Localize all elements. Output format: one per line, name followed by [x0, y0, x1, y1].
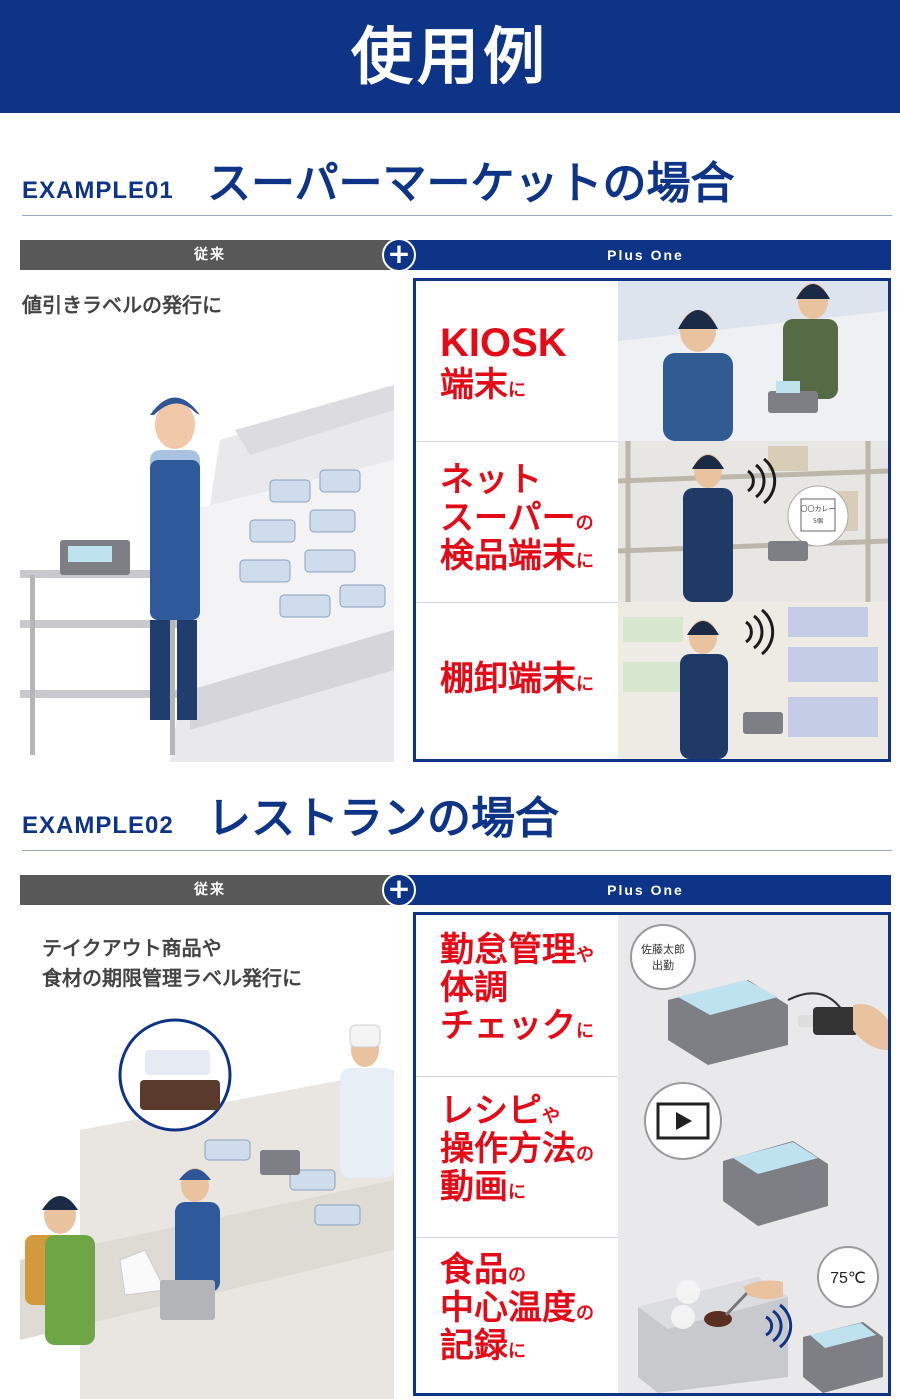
play-icon: [676, 1112, 692, 1130]
kiosk-illustration: [618, 281, 888, 441]
svg-text:75℃: 75℃: [830, 1270, 866, 1287]
example1-conventional-bar: 従来: [20, 240, 400, 270]
page-title: 使用例: [350, 20, 549, 93]
example2-heading: EXAMPLE02 レストランの場合: [22, 790, 892, 851]
row-title: 棚卸端末: [440, 659, 576, 699]
example1-label: EXAMPLE01: [22, 177, 174, 204]
inventory-illustration: [618, 602, 888, 759]
row-title: 食品: [440, 1250, 508, 1290]
svg-text:佐藤太郎: 佐藤太郎: [641, 942, 685, 956]
plus-icon: +: [382, 238, 416, 272]
svg-text:〇〇カレー: 〇〇カレー: [801, 505, 836, 513]
example1-title: スーパーマーケットの場合: [207, 158, 735, 209]
example2-title: レストランの場合: [207, 793, 559, 844]
list-item: 勤怠管理や 体調 チェックに 佐藤太郎 出勤: [416, 915, 888, 1077]
example2-plus-one-bar: Plus One: [400, 875, 891, 905]
header-banner: 使用例: [0, 0, 900, 113]
list-item: KIOSK 端末に: [416, 281, 888, 442]
example2-label: EXAMPLE02: [22, 812, 174, 839]
example2-plus-one-panel: 勤怠管理や 体調 チェックに 佐藤太郎 出勤 レシピや 操作方法の 動画に: [413, 912, 891, 1396]
net-super-illustration: 〇〇カレー 5個: [618, 441, 888, 602]
nfc-wave-icon: [747, 457, 777, 505]
row-title: ネット: [440, 460, 542, 500]
row-title: レシピ: [440, 1091, 542, 1131]
example1-left-text: 値引きラベルの発行に: [22, 293, 222, 317]
row-title: 勤怠管理: [440, 930, 576, 970]
example2-restaurant-illustration: [20, 1010, 394, 1399]
example1-heading: EXAMPLE01 スーパーマーケットの場合: [22, 155, 892, 216]
example1-plus-one-panel: KIOSK 端末に ネット スーパーの 検品端末に: [413, 278, 891, 762]
svg-text:5個: 5個: [813, 517, 823, 525]
list-item: 食品の 中心温度の 記録に 75℃: [416, 1237, 888, 1393]
list-item: 棚卸端末に: [416, 602, 888, 759]
svg-text:出勤: 出勤: [652, 958, 674, 972]
example1-plus-one-bar: Plus One: [400, 240, 891, 270]
row-title: KIOSK: [440, 321, 567, 365]
example2-left-text: テイクアウト商品や 食材の期限管理ラベル発行に: [42, 936, 302, 990]
example1-supermarket-illustration: [20, 330, 394, 762]
list-item: レシピや 操作方法の 動画に: [416, 1076, 888, 1238]
nfc-wave-icon: [765, 1303, 793, 1349]
thermometer-illustration: 75℃: [618, 1237, 888, 1393]
plus-icon: +: [382, 873, 416, 907]
attendance-illustration: 佐藤太郎 出勤: [618, 915, 888, 1076]
video-illustration: [618, 1076, 888, 1237]
example2-conventional-bar: 従来: [20, 875, 400, 905]
list-item: ネット スーパーの 検品端末に 〇〇カレー 5個: [416, 441, 888, 603]
